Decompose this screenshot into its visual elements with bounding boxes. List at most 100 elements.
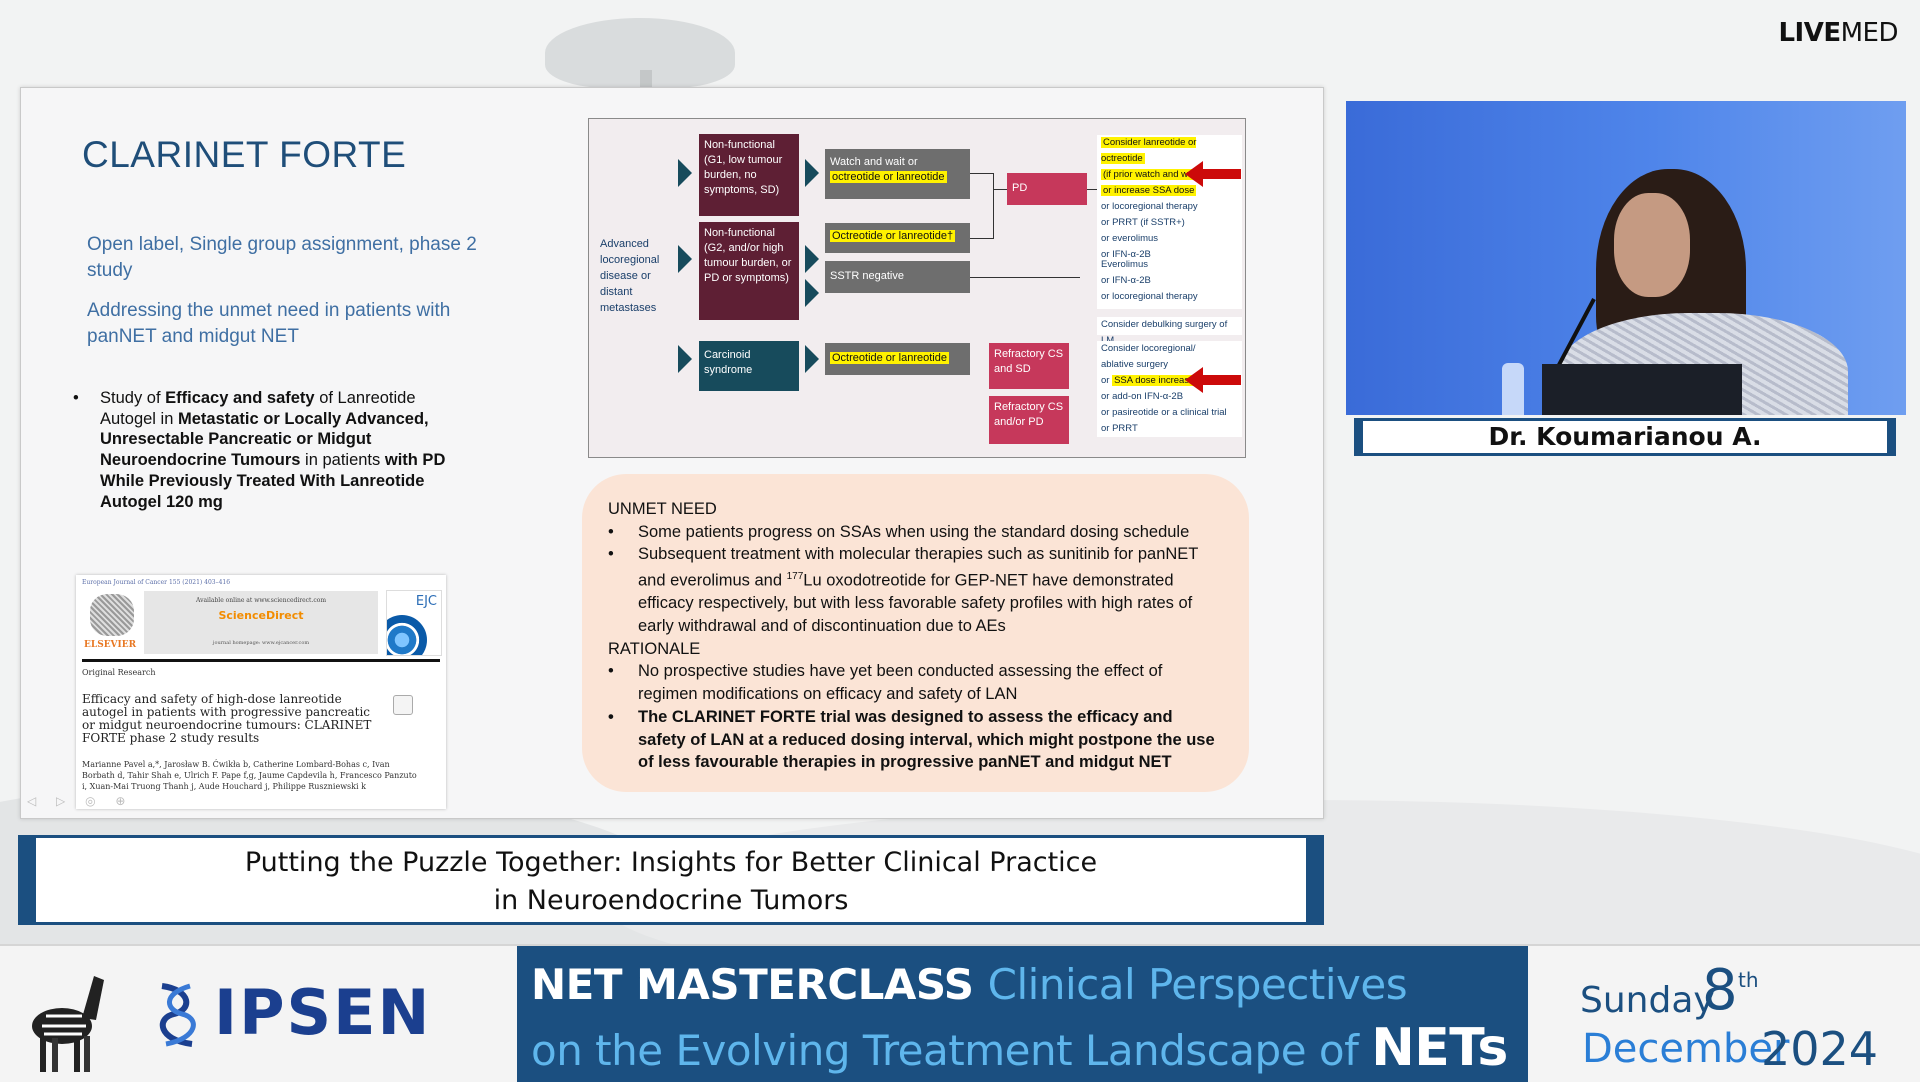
available-online-text: Available online at www.sciencedirect.co…	[195, 597, 327, 604]
flow-octreotide-1: Octreotide or lanreotide†	[825, 223, 970, 253]
unmet-need-box: UNMET NEED • Some patients progress on SS…	[582, 474, 1249, 792]
elsevier-logo: ELSEVIER	[82, 590, 140, 654]
speaker-video	[1346, 101, 1906, 415]
flow-nonfunctional-g2: Non-functional (G2, and/or high tumour b…	[699, 222, 799, 320]
flow-connector	[970, 277, 1080, 278]
rationale-bullet: • No prospective studies have yet been co…	[608, 660, 1223, 705]
rationale-heading: RATIONALE	[608, 639, 701, 658]
livemed-logo: LIVEMED	[1778, 18, 1898, 48]
sciencedirect-label: ScienceDirect	[218, 609, 304, 622]
red-arrow-icon	[1185, 367, 1241, 393]
article-authors: Marianne Pavel a,*, Jarosław B. Ćwikła b…	[82, 760, 417, 791]
flow-highlight: Consider lanreotide or octreotide	[1101, 137, 1197, 164]
elsevier-label: ELSEVIER	[84, 640, 137, 650]
flow-outcome-text: or IFN-α-2B	[1101, 249, 1151, 260]
flow-connector	[970, 173, 994, 174]
bullet-text: in patients	[300, 451, 385, 470]
bullet-bold: Efficacy and safety	[165, 389, 315, 407]
background-tree-trunk	[640, 70, 652, 92]
elsevier-tree-icon	[90, 594, 134, 636]
flow-outcome-text: or add-on IFN-α-2B	[1101, 391, 1184, 402]
session-caption: Putting the Puzzle Together: Insights fo…	[36, 838, 1306, 922]
bullet-text: No prospective studies have yet been con…	[638, 662, 1163, 704]
bullet-dot: •	[73, 389, 79, 407]
flow-outcome-sstr: Everolimus or IFN-α-2B or locoregional t…	[1097, 257, 1242, 309]
flow-pd: PD	[1007, 173, 1087, 205]
date-month: December	[1582, 1026, 1790, 1072]
bullet-text: Subsequent treatment with molecular ther…	[638, 545, 1199, 590]
flow-highlight: or increase SSA dose	[1101, 185, 1197, 196]
journal-article-thumbnail: European Journal of Cancer 155 (2021) 40…	[76, 575, 446, 809]
bullet-bold: with PD While Previously Treated With La…	[100, 451, 446, 511]
flow-watch-text: Watch and wait or	[830, 156, 918, 168]
speaker-face	[1614, 193, 1690, 297]
flow-arrow-icon	[805, 159, 819, 187]
podium	[1542, 364, 1742, 415]
flow-nonfunctional-g1: Non-functional (G1, low tumour burden, n…	[699, 134, 799, 216]
journal-homepage-text: journal homepage: www.ejcancer.com	[212, 640, 310, 646]
speaker-name-bar: Dr. Koumarianou A.	[1354, 418, 1896, 456]
flow-outcome-text: or IFN-α-2B	[1101, 275, 1151, 286]
bullet-dot: •	[608, 522, 614, 541]
flow-carcinoid-syndrome: Carcinoid syndrome	[699, 341, 799, 391]
presentation-slide: CLARINET FORTE Open label, Single group …	[20, 87, 1324, 819]
flow-outcome-text: Consider locoregional/	[1101, 343, 1196, 354]
banner-line-1: NET MASTERCLASS Clinical Perspectives	[531, 960, 1408, 1009]
journal-cover-tag: EJC	[415, 594, 437, 609]
flow-outcome-text: or locoregional therapy	[1101, 291, 1198, 302]
masterclass-banner: NET MASTERCLASS Clinical Perspectives on…	[517, 946, 1528, 1082]
bullet-text: Lu oxodotreotide for GEP-NET have demons…	[638, 571, 1193, 636]
flow-refractory-sd: Refractory CS and SD	[989, 343, 1069, 389]
flow-refractory-pd: Refractory CS and/or PD	[989, 396, 1069, 444]
bullet-dot: •	[608, 662, 614, 681]
banner-line-2: on the Evolving Treatment Landscape of N…	[531, 1018, 1508, 1078]
bullet-dot: •	[608, 545, 614, 564]
study-bullet: • Study of Efficacy and safety of Lanreo…	[73, 388, 473, 512]
date-year: 2024	[1761, 1022, 1879, 1076]
unmet-need-heading: UNMET NEED	[608, 500, 717, 518]
unmet-need-summary: Addressing the unmet need in patients wi…	[87, 300, 451, 347]
date-suffix: th	[1738, 968, 1759, 992]
study-design-text: Open label, Single group assignment, pha…	[87, 234, 477, 281]
journal-citation: European Journal of Cancer 155 (2021) 40…	[82, 579, 231, 586]
flow-arrow-icon	[678, 345, 692, 373]
flow-outcome-refractory: Consider locoregional/ ablative surgery …	[1097, 341, 1242, 437]
check-for-updates-icon	[393, 695, 413, 715]
flow-arrow-icon	[678, 245, 692, 273]
flow-sstr-negative: SSTR negative	[825, 261, 970, 293]
flow-arrow-icon	[805, 279, 819, 307]
flow-outcome-text: or	[1101, 375, 1113, 386]
flow-arrow-icon	[678, 159, 692, 187]
flow-arrow-icon	[805, 245, 819, 273]
flow-outcome-text: or everolimus	[1101, 233, 1159, 244]
ipsen-mark-icon	[159, 983, 196, 1047]
flow-connector	[1087, 189, 1097, 190]
rationale-bullet: •The CLARINET FORTE trial was designed t…	[608, 706, 1223, 774]
bullet-bold: Metastatic or Locally Advanced, Unresect…	[100, 409, 429, 470]
red-arrow-icon	[1185, 161, 1241, 187]
ipsen-logo: IPSEN	[152, 972, 472, 1054]
flow-highlight: Octreotide or lanreotide†	[830, 230, 956, 242]
banner-text: NETs	[1371, 1018, 1508, 1078]
flow-watch-and-wait: Watch and wait or octreotide or lanreoti…	[825, 149, 970, 199]
flow-left-label: Advanced locoregional disease or distant…	[600, 238, 660, 314]
zebra-icon	[32, 976, 104, 1072]
flow-connector	[993, 173, 994, 239]
flow-outcome-debulking: Consider debulking surgery of LM	[1097, 317, 1242, 346]
bullet-text: The CLARINET FORTE trial was designed to…	[638, 707, 1215, 772]
ipsen-wordmark: IPSEN	[214, 976, 432, 1049]
bullet-text: Some patients progress on SSAs when usin…	[638, 522, 1190, 541]
event-banner: IPSEN NET MASTERCLASS Clinical Perspecti…	[0, 944, 1920, 1082]
treatment-flowchart: Advanced locoregional disease or distant…	[588, 118, 1246, 458]
flow-outcome-text: or locoregional therapy	[1101, 201, 1198, 212]
article-title: Efficacy and safety of high-dose lanreot…	[82, 692, 372, 745]
banner-text: Clinical Perspectives	[987, 960, 1408, 1009]
bullet-text: of Lanreotide Autogel in	[100, 389, 416, 428]
flow-outcome-text: or pasireotide or a clinical trial	[1101, 407, 1227, 418]
slide-controls[interactable]: ◁ ▷ ◎ ⊕	[27, 794, 134, 808]
journal-cover: EJC	[386, 590, 442, 656]
flow-highlight: (if prior watch and wait)	[1101, 169, 1204, 180]
unmet-bullet: • Subsequent treatment with molecular the…	[608, 543, 1223, 637]
flow-highlight: octreotide or lanreotide	[830, 171, 947, 183]
isotope-superscript: 177	[786, 571, 804, 583]
